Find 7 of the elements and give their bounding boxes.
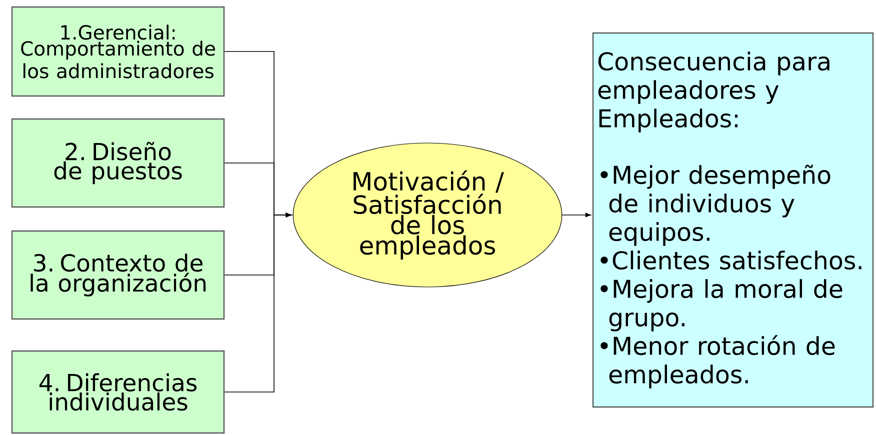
process-box: 2. Diseño de puestos — [11, 118, 225, 208]
process-box: 1.Gerencial: Comportamiento de los administradores — [11, 6, 225, 97]
process-box: 4. Diferencias individuales — [11, 350, 225, 434]
arrow — [562, 212, 592, 218]
process-box: 3. Contexto de la organización — [11, 230, 225, 320]
arrow — [224, 212, 292, 392]
result-box: Consecuencia para empleadores y Empleados: •Mejor desempeño de individuos y equipos. •Clientes satisfechos. •Mejora la moral de grupo. •Menor rotación de empleados. — [592, 32, 874, 408]
